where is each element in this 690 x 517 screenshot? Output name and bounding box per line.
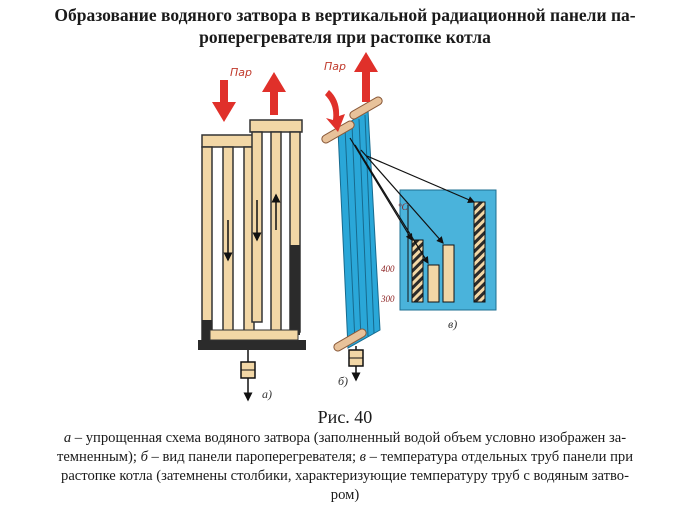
temp-bar-2 [427, 264, 440, 303]
temp-bar-4 [473, 201, 486, 303]
steam-out-arrow-a [262, 72, 286, 115]
steam-label-a: Пар [230, 66, 252, 79]
temp-bar-3 [442, 244, 455, 303]
figure-caption: а – упрощенная схема водяного затвора (з… [6, 429, 684, 505]
label-v: в) [448, 317, 457, 331]
page-title: Образование водяного затвора в вертикаль… [0, 4, 690, 48]
diagram-a-water-seal: Пар а) [198, 66, 306, 402]
tick-300: 300 [380, 294, 395, 304]
caption-text-a: – упрощенная схема водяного затвора (зап… [71, 430, 627, 446]
caption-line-4: ром) [330, 487, 360, 503]
figure-number: Рис. 40 [317, 407, 373, 427]
caption-text-v: – температура отдельных труб панели при [366, 449, 634, 465]
steam-label-b: Пар [324, 60, 346, 73]
steam-out-arrow-b [354, 52, 378, 102]
steam-in-arrow-a [212, 80, 236, 122]
caption-line-1: а – упрощенная схема водяного затвора (з… [6, 429, 684, 448]
caption-line-3: растопке котла (затемнены столбики, хара… [61, 468, 629, 484]
caption-mark-v: в [359, 449, 366, 465]
temp-bar-1 [411, 239, 424, 303]
diagram-v-temperature: °С 400 300 в) [349, 137, 497, 331]
unit-label: °С [398, 202, 409, 212]
title-line-1: Образование водяного затвора в вертикаль… [54, 5, 636, 25]
label-b: б) [338, 374, 348, 388]
caption-mark-a: а [63, 430, 72, 446]
diagram-b-panel: Пар б) [321, 52, 383, 388]
tick-400: 400 [381, 264, 395, 274]
title-line-2: роперегревателя при растопке котла [199, 27, 491, 47]
caption-line-2: темненным); б – вид панели пароперегрева… [6, 448, 684, 467]
caption-text-b: – вид панели пароперегревателя; [147, 449, 360, 465]
steam-in-arrow-b [325, 90, 345, 132]
figure-illustration: Пар а) Пар б [190, 50, 530, 410]
label-a: а) [262, 387, 272, 401]
caption-mark-b: б [140, 449, 148, 465]
caption-line2-pre: темненным); [56, 449, 141, 465]
